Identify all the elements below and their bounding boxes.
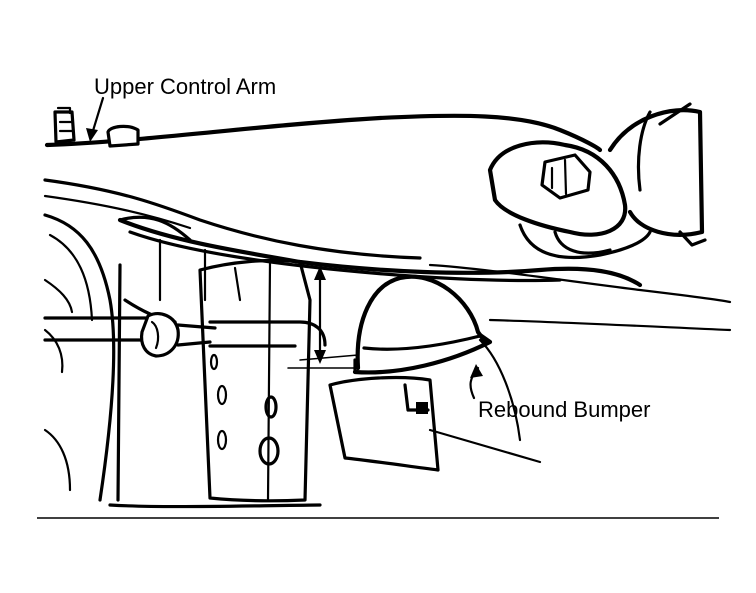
rebound-bumper-label: Rebound Bumper xyxy=(478,397,651,422)
bolt-holes xyxy=(209,353,280,466)
leader-lines xyxy=(86,96,483,400)
clearance-dimension xyxy=(287,266,359,369)
stabilizer-link xyxy=(43,312,327,358)
arm-pivot-bolt xyxy=(53,106,140,148)
frame-structure xyxy=(43,178,732,509)
upper-control-arm-label: Upper Control Arm xyxy=(94,74,277,99)
upper-control-arm xyxy=(44,102,707,288)
rebound-bumper xyxy=(328,274,493,472)
